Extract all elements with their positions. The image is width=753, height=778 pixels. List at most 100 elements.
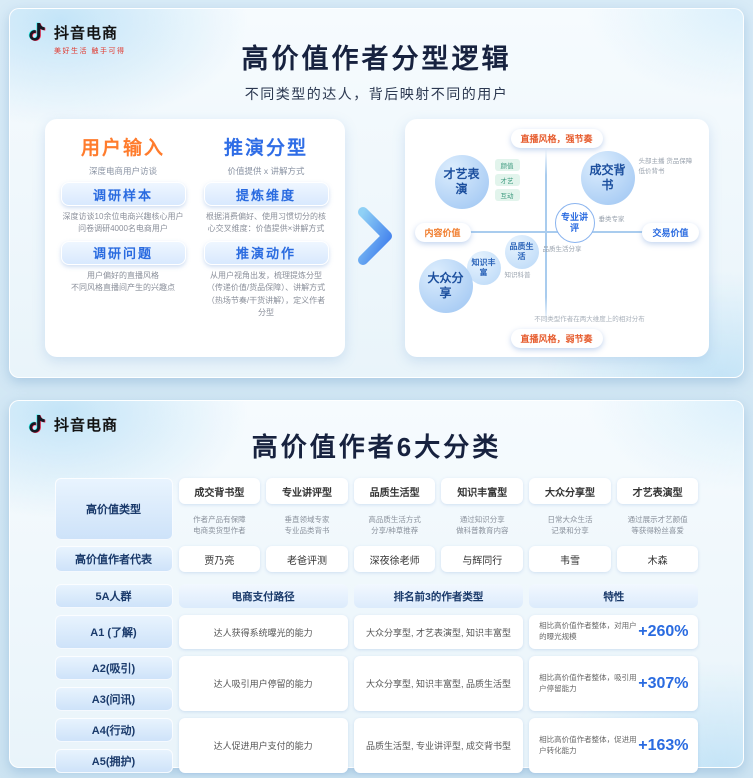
path-cell: 达人吸引用户停留的能力 xyxy=(178,656,348,711)
type-row-label: 高价值类型 xyxy=(54,478,173,540)
a4-label: A4(行动) xyxy=(54,718,173,742)
question-text-line2: 不同风格直播间产生的兴趣点 xyxy=(71,283,175,293)
trait-text: 相比高价值作者整体，吸引用户停留能力 xyxy=(539,672,637,693)
top3-cell: 品质生活型, 专业讲评型, 成交背书型 xyxy=(353,718,524,773)
5a-header-path: 电商支付路径 xyxy=(178,584,348,608)
trait-value: +307% xyxy=(638,674,689,692)
type-name-cell: 成交背书型 xyxy=(178,478,261,504)
research-question-pill: 调研问题 xyxy=(60,240,186,265)
bubble-deal-endorsement: 成交背书 xyxy=(580,151,635,205)
desc-line: 分享/种草推荐 xyxy=(371,526,419,535)
rep-row-label: 高价值作者代表 xyxy=(54,546,173,572)
research-question-text: 用户偏好的直播风格 不同风格直播间产生的兴趣点 xyxy=(61,270,186,320)
talent-tag: 互动 xyxy=(494,189,520,201)
five-a-table: 5A人群 电商支付路径 排名前3的作者类型 特性 A1 (了解) 达人获得系统曝… xyxy=(54,584,699,773)
douyin-note-icon xyxy=(28,22,46,42)
action-pill: 推演动作 xyxy=(203,240,329,265)
slide1-subtitle: 不同类型的达人，背后映射不同的用户 xyxy=(244,86,509,102)
axis-label-top: 直播风格，强节奏 xyxy=(510,129,603,148)
rep-cell: 深夜徐老师 xyxy=(353,546,436,572)
type-desc-cell: 通过展示才艺颜值 等获得粉丝喜爱 xyxy=(617,510,699,540)
type-name-cell: 才艺表演型 xyxy=(616,478,699,504)
type-desc-cell: 通过知识分享 做科普教育内容 xyxy=(441,510,523,540)
type-desc-cell: 高品质生活方式 分享/种草推荐 xyxy=(354,510,436,540)
input-header: 用户输入 xyxy=(80,138,165,159)
brand-text-block: 抖音电商 美好生活 触手可得 xyxy=(54,22,125,56)
a3-label: A3(问讯) xyxy=(54,687,173,711)
desc-line: 记录和分享 xyxy=(551,526,589,535)
sample-text-line1: 深度访谈10余位电商兴趣核心用户 xyxy=(62,212,184,221)
douyin-note-icon xyxy=(28,414,46,434)
deduce-subtitle: 价值提供 x 讲解方式 xyxy=(227,166,305,176)
brand-name: 抖音电商 xyxy=(54,25,119,42)
slide-2: 抖音电商 高价值作者6大分类 高价值类型 成交背书型 专业讲评型 品质生活型 知… xyxy=(9,400,744,773)
axis-label-right: 交易价值 xyxy=(642,223,699,242)
trait-cell: 相比高价值作者整体，吸引用户停留能力 +307% xyxy=(529,656,699,711)
quadrant-footnote: 不同类型作者在两大维度上的相对分布 xyxy=(534,316,645,323)
dimension-text: 根据消费偏好、使用习惯切分的核心交叉维度：价值提供×讲解方式 xyxy=(206,212,326,234)
desc-line: 电商卖货型作者 xyxy=(193,526,246,535)
knowledge-note: 知识科普 xyxy=(504,272,531,279)
desc-line: 专业品类背书 xyxy=(284,526,330,535)
desc-line: 高品质生活方式 xyxy=(368,514,421,524)
desc-line: 作者产品有保障 xyxy=(193,514,246,524)
5a-header-trait: 特性 xyxy=(529,584,699,608)
rep-cell: 与辉同行 xyxy=(441,546,524,572)
axis-label-bottom: 直播风格，弱节奏 xyxy=(510,329,603,348)
top3-cell: 大众分享型, 才艺表演型, 知识丰富型 xyxy=(353,615,524,649)
deal-note: 头部主播 货品保障 低价背书 xyxy=(638,158,693,175)
deduce-header: 推演分型 xyxy=(223,138,308,159)
quality-note: 品质生活分享 xyxy=(542,246,582,253)
desc-line: 日常大众生活 xyxy=(547,514,593,524)
research-sample-pill: 调研样本 xyxy=(60,182,186,206)
arrow-block xyxy=(357,206,393,271)
type-name-cell: 知识丰富型 xyxy=(441,478,524,504)
5a-header-group: 5A人群 xyxy=(54,584,173,608)
top3-cell: 大众分享型, 知识丰富型, 品质生活型 xyxy=(353,656,524,711)
a5-label: A5(拥护) xyxy=(54,749,173,773)
rep-cell: 韦雪 xyxy=(529,546,611,572)
trait-text: 相比高价值作者整体，对用户的曝光规模 xyxy=(539,621,637,641)
rep-cell: 木森 xyxy=(616,546,699,572)
bubble-mass-sharing: 大众分享 xyxy=(418,259,473,313)
bubble-quality-life: 品质生活 xyxy=(504,235,539,269)
type-name-cell: 大众分享型 xyxy=(529,478,611,504)
arrow-right-icon xyxy=(357,206,392,265)
trait-value: +260% xyxy=(638,623,689,640)
slide1-title: 高价值作者分型逻辑 xyxy=(241,44,512,74)
path-cell: 达人获得系统曝光的能力 xyxy=(178,615,348,649)
slide2-title: 高价值作者6大分类 xyxy=(251,432,502,462)
axis-label-left: 内容价值 xyxy=(414,223,471,242)
desc-line: 做科普教育内容 xyxy=(456,526,509,535)
slide1-body: 用户输入 推演分型 深度电商用户访谈 价值提供 x 讲解方式 调研样本 提炼维度… xyxy=(10,119,743,357)
type-desc-cell: 垂直领域专家 专业品类背书 xyxy=(266,510,348,540)
a1-label: A1 (了解) xyxy=(54,615,173,649)
douyin-logo-2: 抖音电商 xyxy=(28,414,118,436)
axis-vertical xyxy=(544,149,547,323)
trait-text: 相比高价值作者整体，促进用户转化能力 xyxy=(539,734,637,755)
type-name-cell: 专业讲评型 xyxy=(266,478,348,504)
professional-note: 垂类专家 xyxy=(598,216,625,223)
input-panel: 用户输入 推演分型 深度电商用户访谈 价值提供 x 讲解方式 调研样本 提炼维度… xyxy=(44,119,345,357)
trait-cell: 相比高价值作者整体，促进用户转化能力 +163% xyxy=(529,718,699,773)
dimension-pill: 提炼维度 xyxy=(203,182,329,206)
rep-cell: 老爸评测 xyxy=(266,546,348,572)
rep-cell: 贾乃亮 xyxy=(178,546,261,572)
type-name-cell: 品质生活型 xyxy=(353,478,436,504)
desc-line: 通过展示才艺颜值 xyxy=(627,514,688,524)
bubble-professional-review: 专业讲评 xyxy=(554,203,595,243)
a2-label: A2(吸引) xyxy=(54,656,173,680)
path-cell: 达人促进用户支付的能力 xyxy=(178,718,348,773)
input-panel-grid: 用户输入 推演分型 深度电商用户访谈 价值提供 x 讲解方式 调研样本 提炼维度… xyxy=(60,133,329,320)
douyin-logo: 抖音电商 美好生活 触手可得 xyxy=(28,22,125,56)
type-desc-cell: 作者产品有保障 电商卖货型作者 xyxy=(179,510,261,540)
bubble-talent-show: 才艺表演 xyxy=(434,155,489,209)
type-desc-cell: 日常大众生活 记录和分享 xyxy=(529,510,611,540)
trait-value: +163% xyxy=(638,736,689,754)
brand-name: 抖音电商 xyxy=(54,417,119,434)
5a-header-top3: 排名前3的作者类型 xyxy=(353,584,524,608)
brand-tagline: 美好生活 触手可得 xyxy=(54,48,126,55)
slide-1: 抖音电商 美好生活 触手可得 高价值作者分型逻辑 不同类型的达人，背后映射不同的… xyxy=(9,8,744,378)
talent-tags: 颜值 才艺 互动 xyxy=(494,159,520,201)
